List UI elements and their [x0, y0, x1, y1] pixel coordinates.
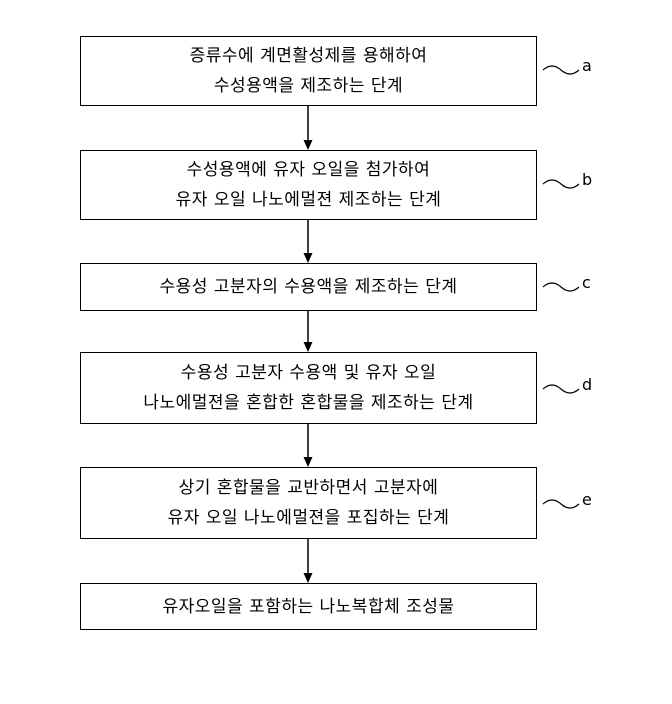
leader-d [542, 384, 580, 394]
leader-c [542, 282, 580, 292]
arrow-d-to-e [303, 424, 313, 467]
step-box-a: 증류수에 계면활성제를 용해하여 수성용액을 제조하는 단계 [80, 36, 537, 106]
step-box-c: 수용성 고분자의 수용액을 제조하는 단계 [80, 263, 537, 311]
arrow-a-to-b [303, 106, 313, 150]
step-a-line-1: 증류수에 계면활성제를 용해하여 [189, 46, 428, 66]
step-d-line-2: 나노에멀젼을 혼합한 혼합물을 제조하는 단계 [143, 393, 474, 413]
leader-b [542, 179, 580, 189]
step-box-d: 수용성 고분자 수용액 및 유자 오일 나노에멀젼을 혼합한 혼합물을 제조하는… [80, 352, 537, 424]
step-b-line-1: 수성용액에 유자 오일을 첨가하여 [186, 160, 431, 180]
arrow-b-to-c [303, 220, 313, 263]
leader-a [542, 65, 580, 75]
step-c-line-1: 수용성 고분자의 수용액을 제조하는 단계 [159, 277, 458, 297]
step-tag-b: b [582, 170, 593, 189]
step-b-line-2: 유자 오일 나노에멀젼 제조하는 단계 [175, 190, 442, 210]
step-tag-c: c [582, 273, 591, 292]
arrow-e-to-result [303, 539, 313, 583]
arrow-c-to-d [303, 311, 313, 352]
step-a-line-2: 수성용액을 제조하는 단계 [213, 76, 404, 96]
result-box: 유자오일을 포함하는 나노복합체 조성물 [80, 583, 537, 630]
step-tag-a: a [582, 56, 592, 75]
leader-e [542, 499, 580, 509]
step-tag-d: d [582, 375, 593, 394]
step-e-line-2: 유자 오일 나노에멀젼을 포집하는 단계 [167, 508, 450, 528]
result-text: 유자오일을 포함하는 나노복합체 조성물 [162, 596, 455, 617]
step-box-b: 수성용액에 유자 오일을 첨가하여 유자 오일 나노에멀젼 제조하는 단계 [80, 150, 537, 220]
step-tag-e: e [582, 490, 592, 509]
step-e-line-1: 상기 혼합물을 교반하면서 고분자에 [178, 478, 439, 498]
step-d-line-1: 수용성 고분자 수용액 및 유자 오일 [180, 363, 437, 383]
step-box-e: 상기 혼합물을 교반하면서 고분자에 유자 오일 나노에멀젼을 포집하는 단계 [80, 467, 537, 539]
